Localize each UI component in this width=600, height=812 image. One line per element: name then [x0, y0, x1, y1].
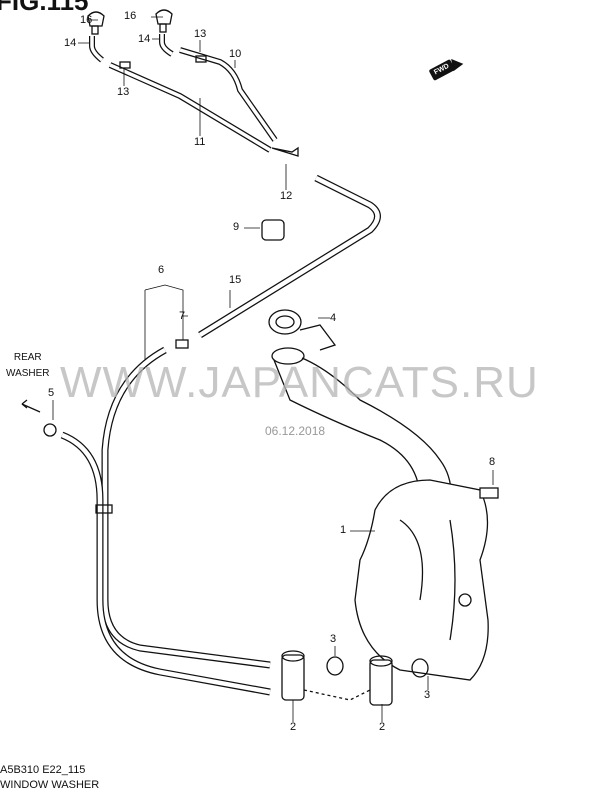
pump-left — [281, 650, 305, 701]
nozzle-left — [87, 11, 105, 35]
callout-2: 2 — [379, 721, 386, 733]
callout-4: 4 — [330, 312, 337, 324]
callout-9: 9 — [233, 221, 240, 233]
callout-1: 1 — [340, 524, 347, 536]
rear-label-line1: REAR — [13, 352, 42, 363]
callout-8: 8 — [489, 456, 496, 468]
rear-washer-label: REAR WASHER — [6, 350, 50, 382]
callout-14: 14 — [64, 37, 77, 49]
date-stamp: 06.12.2018 — [265, 424, 326, 438]
callout-11: 11 — [194, 136, 206, 148]
callout-7: 7 — [179, 310, 186, 322]
rear-label-line2: WASHER — [6, 368, 50, 379]
callout-15: 15 — [229, 274, 242, 286]
callout-13: 13 — [194, 28, 207, 40]
callout-12: 12 — [280, 190, 293, 202]
callout-2: 2 — [290, 721, 297, 733]
diagram-code: A5B310 E22_115 — [0, 764, 86, 776]
callout-14: 14 — [138, 33, 151, 45]
callout-10: 10 — [229, 48, 242, 60]
nozzle-right — [155, 9, 173, 33]
callout-16: 16 — [124, 10, 137, 22]
watermark: WWW.JAPANCATS.RU — [60, 358, 539, 407]
diagram-name: WINDOW WASHER — [0, 779, 100, 791]
callout-13: 13 — [117, 86, 130, 98]
callout-6: 6 — [158, 264, 165, 276]
callout-3: 3 — [330, 633, 337, 645]
callout-5: 5 — [48, 387, 55, 399]
pump-right — [369, 655, 393, 706]
callout-16: 16 — [80, 14, 93, 26]
callout-3: 3 — [424, 689, 431, 701]
figure-title: FIG.115 — [0, 0, 89, 16]
